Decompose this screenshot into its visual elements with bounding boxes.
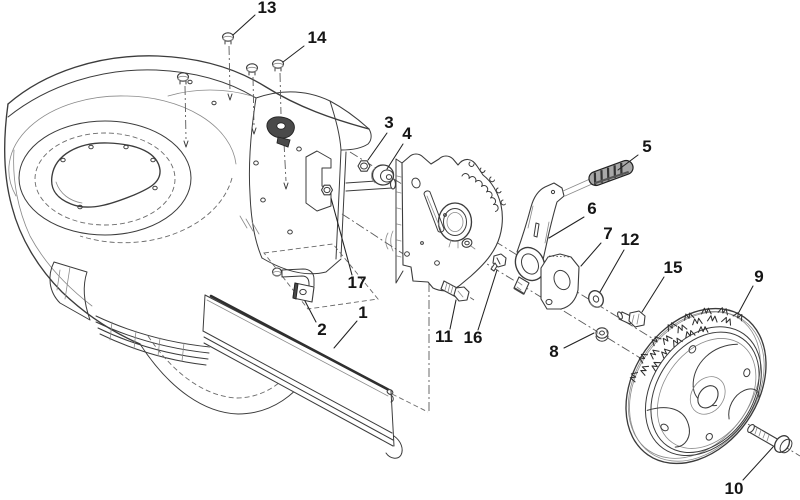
callout-leader-6 — [548, 216, 585, 239]
callout-leader-10 — [742, 446, 774, 481]
part-15-bolt — [617, 310, 646, 328]
callout-leader-7 — [580, 242, 602, 267]
height-adjuster-plate — [395, 153, 506, 292]
callout-label-3: 3 — [384, 113, 393, 132]
screw-14 — [271, 59, 289, 190]
callout-leader-13 — [232, 14, 256, 36]
screw-b — [245, 63, 259, 135]
part-3-nut — [357, 160, 371, 172]
part-2-rod-bracket — [271, 267, 315, 303]
callout-label-10: 10 — [725, 479, 744, 498]
callout-leader-5 — [617, 154, 639, 171]
screw-13 — [221, 32, 235, 101]
callout-label-8: 8 — [549, 342, 558, 361]
pivot-shaft — [345, 178, 397, 252]
part-1-skirt-panel — [202, 294, 429, 459]
part-8-nut — [595, 327, 609, 342]
callout-label-15: 15 — [664, 258, 683, 277]
callout-label-4: 4 — [402, 124, 412, 143]
callout-label-9: 9 — [754, 267, 763, 286]
deck-wall-holes — [253, 146, 302, 235]
callout-leader-12 — [599, 249, 625, 293]
callout-label-6: 6 — [587, 199, 596, 218]
cable-latch — [266, 116, 295, 148]
callout-leader-8 — [563, 332, 595, 349]
callout-leader-3 — [367, 132, 388, 161]
callout-label-17: 17 — [348, 273, 367, 292]
callout-leader-2 — [304, 300, 317, 323]
part-9-wheel — [625, 307, 767, 465]
callout-leader-16 — [477, 269, 498, 331]
callout-leader-17 — [330, 197, 353, 276]
callout-leader-4 — [386, 143, 404, 170]
callout-label-16: 16 — [464, 328, 483, 347]
callout-label-2: 2 — [317, 320, 326, 339]
callout-leader-15 — [641, 276, 665, 313]
part-4-bushing — [371, 164, 395, 186]
part-11-bolt — [440, 280, 470, 302]
part-17-nut — [320, 184, 334, 196]
deck-bolt-holes — [60, 79, 217, 210]
callout-leader-9 — [738, 285, 754, 313]
callout-leader-11 — [449, 299, 457, 330]
wheel-tread — [629, 307, 743, 383]
deck-wall-bracket — [305, 150, 332, 212]
callout-leader-1 — [333, 320, 358, 349]
part-16-screw — [490, 253, 507, 272]
callout-label-1: 1 — [358, 303, 367, 322]
callout-leader-14 — [282, 45, 305, 63]
callout-label-7: 7 — [603, 224, 612, 243]
part-7-wheel-bracket — [540, 253, 580, 310]
part-6-height-lever — [513, 178, 593, 295]
callout-label-5: 5 — [642, 137, 651, 156]
callout-label-12: 12 — [621, 230, 640, 249]
callout-label-14: 14 — [308, 28, 327, 47]
phantom-outline-box — [263, 243, 379, 310]
mower-deck — [3, 55, 397, 415]
top-screws-group — [176, 32, 295, 190]
part-10-bolt — [747, 423, 793, 454]
screw-a — [176, 72, 190, 148]
callout-label-11: 11 — [435, 327, 453, 346]
wheel-spokes — [646, 343, 760, 448]
callout-label-13: 13 — [258, 0, 277, 17]
part-12-washer — [588, 290, 604, 308]
